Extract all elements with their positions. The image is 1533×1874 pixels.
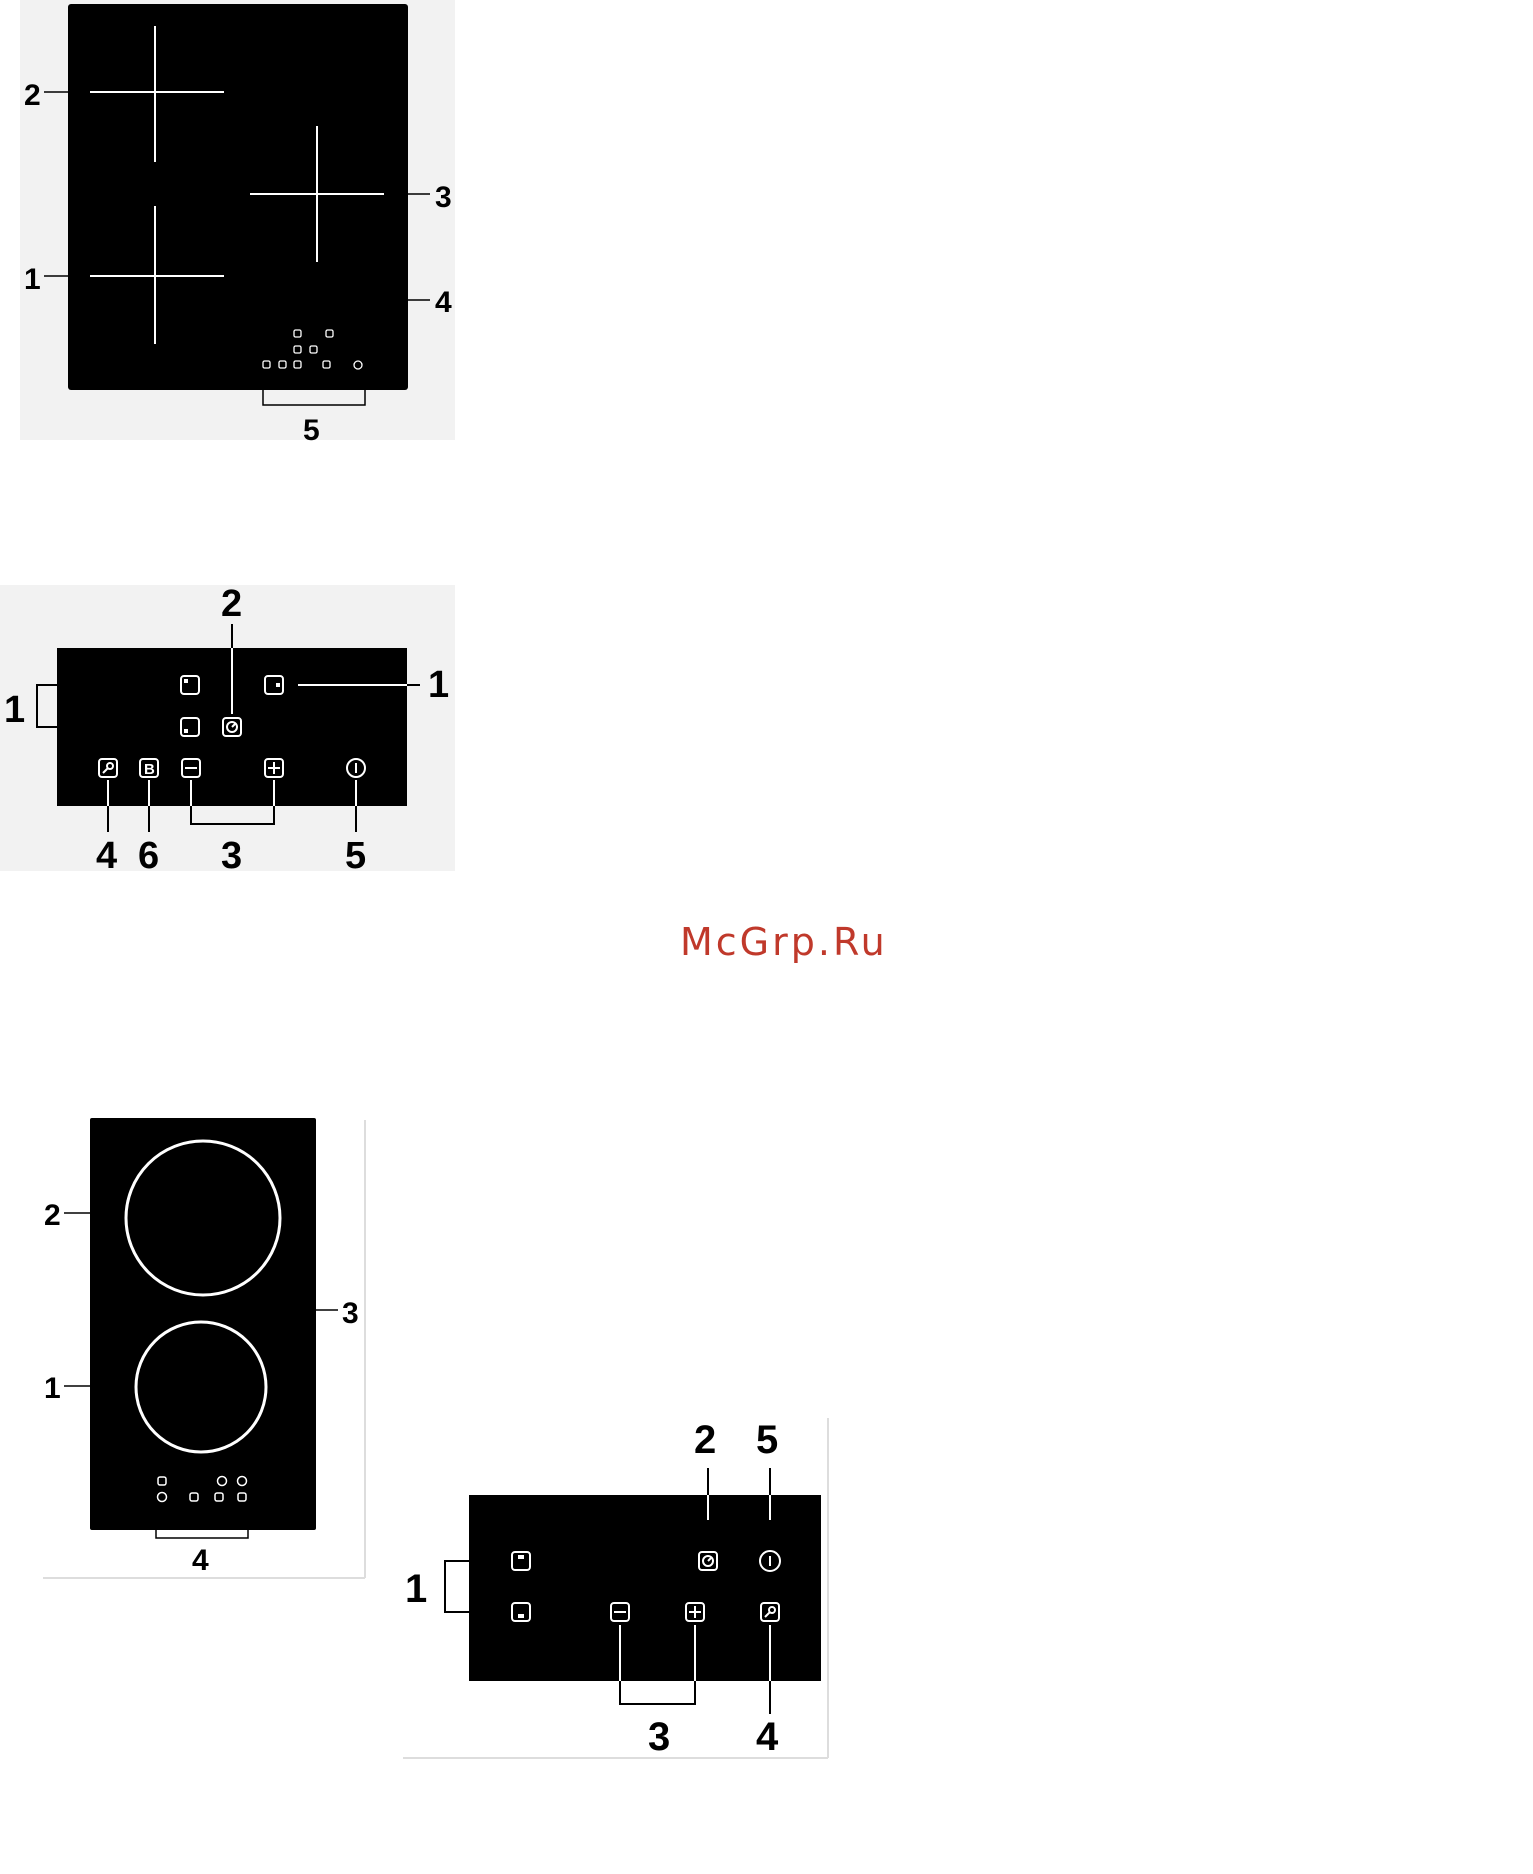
label-5: 5: [303, 414, 320, 447]
label-timer: 2: [221, 583, 242, 625]
label-zones: 1: [405, 1567, 427, 1611]
control-panel: [469, 1495, 821, 1681]
label-power: 5: [345, 835, 366, 877]
label-2: 2: [24, 79, 41, 112]
watermark: McGrp.Ru: [680, 920, 888, 964]
figure-3-domino-hob: 2 3 1 4: [43, 1118, 365, 1578]
label-1: 1: [44, 1372, 61, 1405]
figure-4-control-panel: 2 5 1 3 4: [403, 1418, 828, 1759]
label-3: 3: [342, 1297, 359, 1330]
label-zone-right: 1: [428, 664, 449, 706]
domino-panel: [90, 1118, 316, 1530]
label-zones-left: 1: [4, 689, 25, 731]
label-timer: 2: [694, 1418, 716, 1462]
label-minus-plus: 3: [221, 835, 242, 877]
label-4: 4: [192, 1544, 209, 1577]
label-booster: 6: [138, 835, 159, 877]
label-lock: 4: [96, 835, 117, 877]
label-lock: 4: [756, 1715, 779, 1759]
label-2: 2: [44, 1199, 61, 1232]
label-3: 3: [435, 181, 452, 214]
label-1: 1: [24, 263, 41, 296]
label-4: 4: [435, 286, 452, 319]
figure-2-control-panel: B: [0, 583, 455, 877]
label-power: 5: [756, 1418, 778, 1462]
label-minus-plus: 3: [648, 1715, 670, 1759]
svg-text:B: B: [144, 761, 155, 778]
hob-panel: [68, 4, 408, 390]
figure-1-hob-top-view: 2 3 1 4 5: [20, 0, 455, 447]
